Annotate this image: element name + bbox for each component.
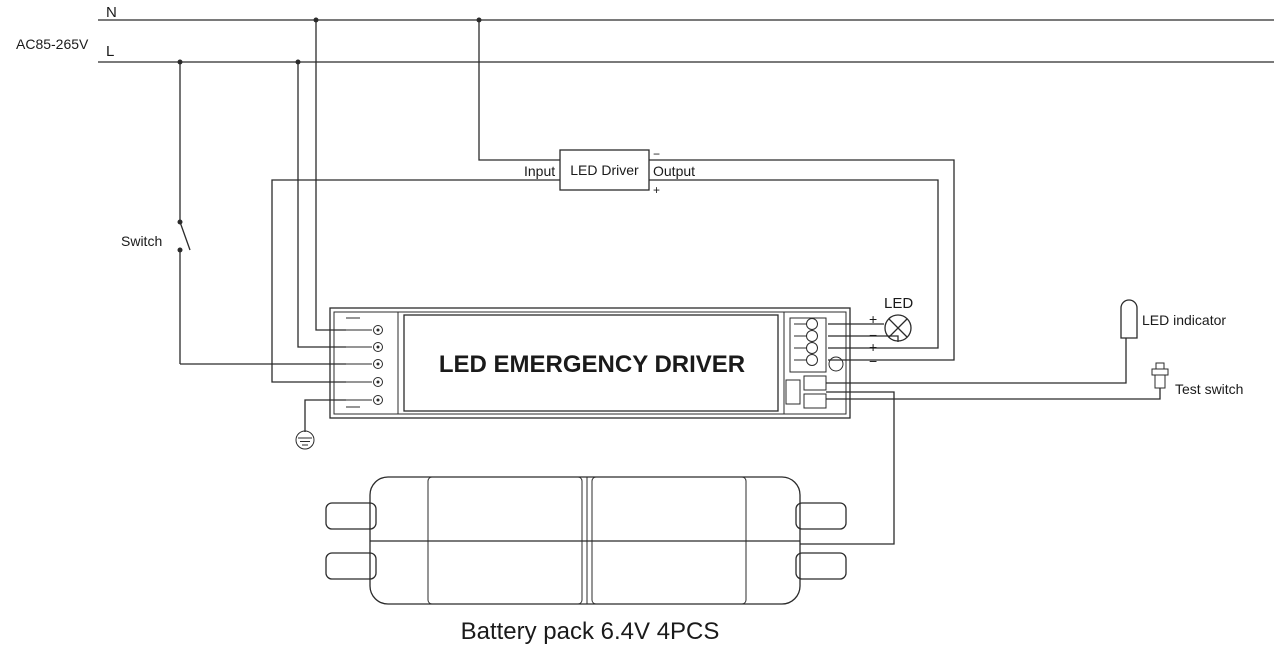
- earth-ground: [295, 399, 346, 450]
- test-switch-wire: [826, 388, 1161, 400]
- indicator-wire: [826, 338, 1127, 384]
- led-driver-output-label: Output: [653, 163, 695, 179]
- led-driver: LED Driver: [559, 149, 650, 191]
- neutral-wire: [315, 20, 346, 331]
- switch-label: Switch: [121, 233, 162, 249]
- led-label: LED: [884, 295, 913, 312]
- led-terminal-sign-4: −: [869, 353, 877, 369]
- led-lamp-icon: [884, 314, 912, 342]
- led-terminal-sign-2: −: [869, 327, 877, 343]
- input-terminal-block: [346, 317, 383, 408]
- driver-output-plus-wire: [649, 179, 939, 349]
- led-indicator-label: LED indicator: [1142, 312, 1226, 328]
- test-switch-label: Test switch: [1175, 381, 1243, 397]
- battery-cable: [800, 391, 895, 545]
- led-terminal-sign-1: +: [869, 311, 877, 327]
- output-terminal-block: [785, 317, 844, 409]
- led-indicator-icon: [1120, 299, 1138, 339]
- unswitched-live-wire: [297, 62, 346, 348]
- wall-switch: [177, 62, 346, 365]
- led-minus-wire: [828, 335, 899, 342]
- led-driver-label: LED Driver: [570, 162, 639, 178]
- driver-input-wire: [271, 179, 560, 383]
- neutral-label: N: [106, 4, 117, 21]
- battery-pack: [325, 476, 847, 605]
- driver-output-minus-wire: [649, 159, 955, 361]
- driver-neutral-wire: [478, 20, 560, 161]
- led-driver-minus-sign: −: [653, 147, 660, 161]
- led-terminal-sign-3: +: [869, 339, 877, 355]
- emergency-driver: LED EMERGENCY DRIVER: [329, 307, 851, 419]
- emergency-driver-label: LED EMERGENCY DRIVER: [439, 351, 745, 378]
- battery-label: Battery pack 6.4V 4PCS: [461, 618, 720, 645]
- test-switch-icon: [1151, 362, 1169, 389]
- live-label: L: [106, 43, 114, 60]
- supply-voltage-label: AC85-265V: [16, 36, 89, 52]
- led-driver-input-label: Input: [524, 163, 555, 179]
- led-driver-plus-sign: +: [653, 183, 660, 197]
